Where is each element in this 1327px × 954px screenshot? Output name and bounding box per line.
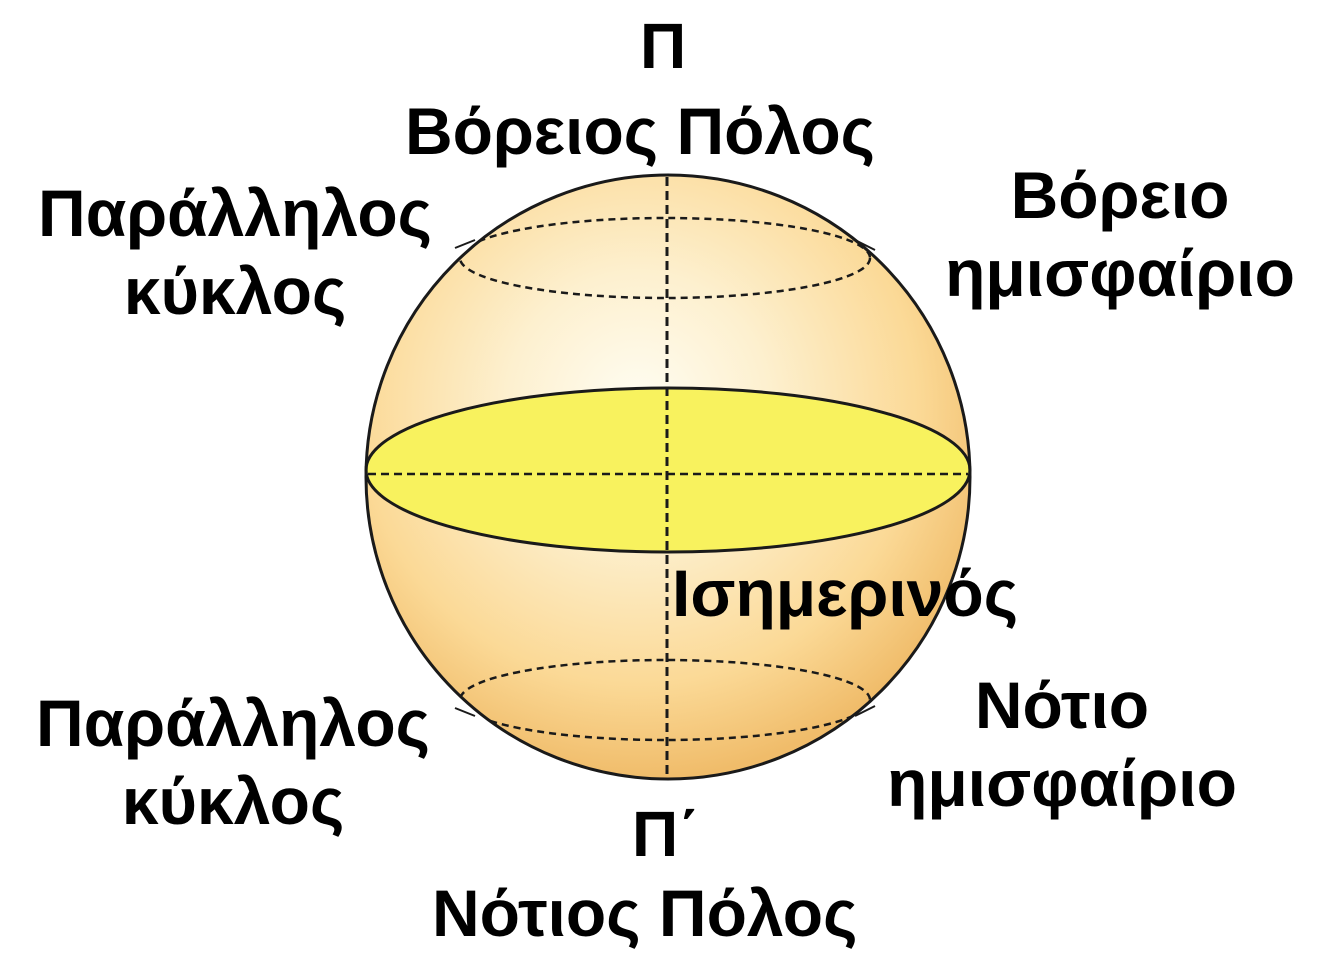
northern-hemisphere-line1: Βόρειο xyxy=(920,162,1320,228)
parallel-top-line1: Παράλληλος xyxy=(10,180,460,246)
parallel-bottom-line1: Παράλληλος xyxy=(8,690,458,756)
equator-label: Ισημερινός xyxy=(672,560,1018,626)
southern-hemisphere-line1: Νότιο xyxy=(862,672,1262,738)
southern-hemisphere-line2: ημισφαίριο xyxy=(862,750,1262,816)
parallel-circle-top-label: Παράλληλος κύκλος xyxy=(10,180,460,324)
south-pole-label: Νότιος Πόλος xyxy=(432,880,857,946)
parallel-circle-bottom-label: Παράλληλος κύκλος xyxy=(8,690,458,834)
north-pole-label: Βόρειος Πόλος xyxy=(405,98,875,164)
parallel-bottom-line2: κύκλος xyxy=(8,768,458,834)
parallel-top-line2: κύκλος xyxy=(10,258,460,324)
north-pole-symbol: Π xyxy=(640,14,686,78)
northern-hemisphere-line2: ημισφαίριο xyxy=(920,240,1320,306)
northern-hemisphere-label: Βόρειο ημισφαίριο xyxy=(920,162,1320,306)
tick-mark xyxy=(455,708,475,716)
southern-hemisphere-label: Νότιο ημισφαίριο xyxy=(862,672,1262,816)
south-pole-symbol: Π΄ xyxy=(632,802,700,866)
